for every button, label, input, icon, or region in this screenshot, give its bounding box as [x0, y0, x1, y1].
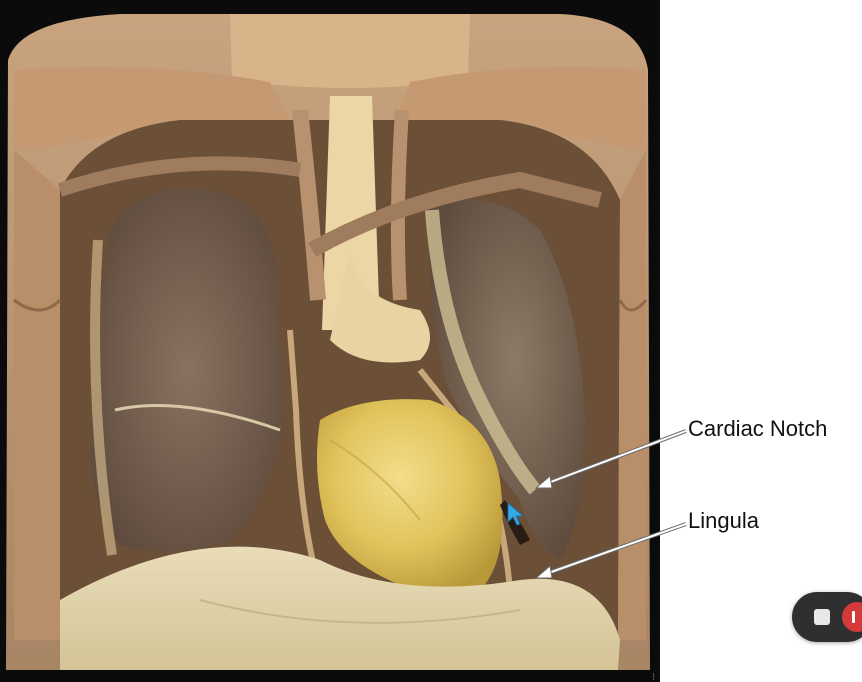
label-lingula: Lingula — [688, 508, 759, 533]
label-cardiac-notch: Cardiac Notch — [688, 416, 828, 441]
screen-recorder-toolbar[interactable] — [792, 592, 862, 642]
thorax-image — [6, 14, 650, 670]
record-dot-icon[interactable] — [842, 602, 862, 632]
corner-marker: ⁝ — [652, 672, 656, 682]
stop-square-icon[interactable] — [814, 609, 830, 625]
mouse-cursor-icon — [507, 501, 525, 526]
dissection-photo — [0, 0, 660, 682]
